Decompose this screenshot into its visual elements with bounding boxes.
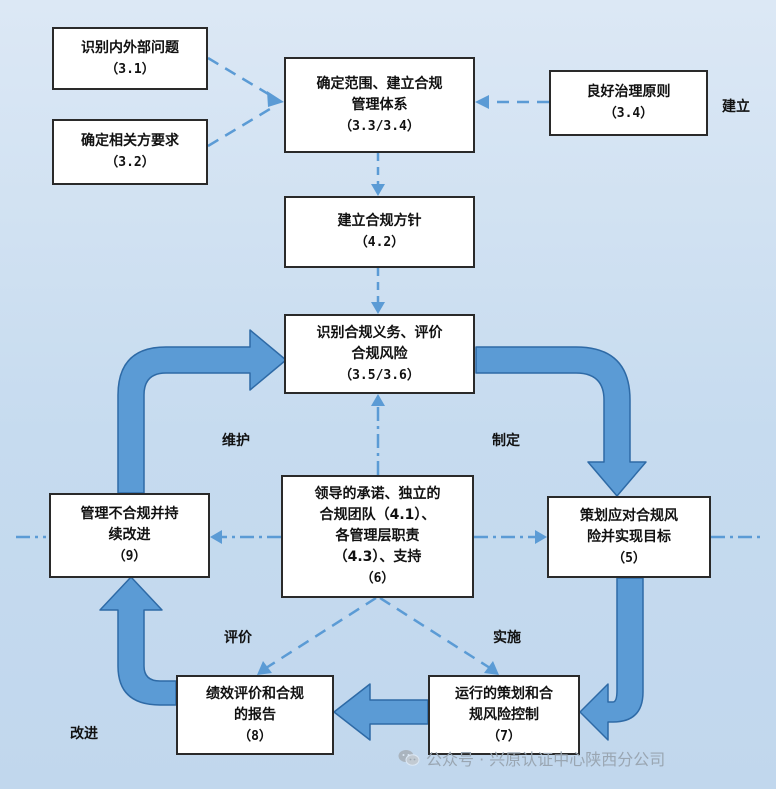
box-line-4: （4.3）、支持 xyxy=(333,549,422,565)
arrowhead-to-policy xyxy=(371,184,385,196)
box-line-2: 险并实现目标 xyxy=(587,528,671,545)
box-scope: 确定范围、建立合规 管理体系 （3.3/3.4） xyxy=(284,57,475,153)
box-line-1: 确定范围、建立合规 xyxy=(316,75,443,92)
box-code: （3.1） xyxy=(105,61,155,77)
watermark-text: 公众号 · 兴原认证中心陕西分公司 xyxy=(426,750,666,769)
label-formulate: 制定 xyxy=(492,433,520,449)
arrowhead-to-operation xyxy=(484,661,499,675)
box-identify-issues: 识别内外部问题 （3.1） xyxy=(52,27,208,90)
box-line-2: 的报告 xyxy=(234,706,276,723)
box-line-2: 续改进 xyxy=(108,527,151,543)
box-code: （3.4） xyxy=(603,106,654,121)
connector-issues-to-scope xyxy=(207,56,276,100)
box-code: （6） xyxy=(360,571,395,586)
arrowhead-to-nonconformity xyxy=(210,530,222,544)
box-operation: 运行的策划和合 规风险控制 （7） xyxy=(428,675,580,755)
block-arrow-implement xyxy=(579,577,644,741)
connector-leadership-to-evaluation xyxy=(265,596,377,670)
block-arrow-report xyxy=(333,683,429,741)
label-establish: 建立 xyxy=(722,99,750,115)
arrowhead-to-obligations-top xyxy=(371,302,385,314)
box-title: 良好治理原则 xyxy=(586,84,671,100)
box-line-1: 领导的承诺、独立的 xyxy=(314,486,441,502)
connector-leadership-to-operation xyxy=(379,596,491,670)
box-policy: 建立合规方针 （4.2） xyxy=(284,196,475,268)
arrowhead-to-scope-left xyxy=(267,91,284,107)
box-code: （3.5/3.6） xyxy=(339,367,420,383)
box-evaluation: 绩效评价和合规 的报告 （8） xyxy=(176,675,334,755)
box-line-1: 绩效评价和合规 xyxy=(206,685,304,702)
connector-parties-to-scope xyxy=(207,104,276,148)
arrowhead-up-to-obligations xyxy=(371,394,385,406)
arrowhead-to-planning xyxy=(535,530,547,544)
box-title: 确定相关方要求 xyxy=(81,133,179,149)
box-nonconformity: 管理不合规并持 续改进 （9） xyxy=(49,493,210,578)
box-code: （3.3/3.4） xyxy=(339,118,420,134)
box-code: （5） xyxy=(612,550,646,566)
box-code: （3.2） xyxy=(105,155,155,170)
box-interested-parties: 确定相关方要求 （3.2） xyxy=(52,119,208,185)
arrowhead-to-evaluation xyxy=(257,661,272,675)
box-planning: 策划应对合规风 险并实现目标 （5） xyxy=(547,496,711,578)
wechat-icon xyxy=(398,750,420,766)
box-line-1: 管理不合规并持 xyxy=(80,506,179,522)
arrowhead-to-scope-right xyxy=(475,95,489,109)
box-title: 识别内外部问题 xyxy=(81,39,179,56)
label-maintain: 维护 xyxy=(222,433,250,449)
block-arrow-improve xyxy=(99,576,177,706)
box-line-2: 规风险控制 xyxy=(469,706,539,723)
box-leadership: 领导的承诺、独立的 合规团队（4.1）、 各管理层职责 （4.3）、支持 （6） xyxy=(281,475,474,598)
box-line-2: 管理体系 xyxy=(351,96,408,113)
block-arrow-maintain xyxy=(117,329,287,494)
label-evaluate: 评价 xyxy=(224,630,252,646)
box-line-2: 合规风险 xyxy=(351,345,408,362)
box-line-3: 各管理层职责 xyxy=(335,528,420,544)
watermark: 公众号 · 兴原认证中心陕西分公司 xyxy=(398,746,665,770)
box-code: （7） xyxy=(487,728,521,744)
box-line-1: 识别合规义务、评价 xyxy=(316,324,443,341)
box-code: （9） xyxy=(112,549,147,564)
label-improve: 改进 xyxy=(70,726,98,742)
box-obligations: 识别合规义务、评价 合规风险 （3.5/3.6） xyxy=(284,314,475,394)
box-governance: 良好治理原则 （3.4） xyxy=(549,70,708,136)
block-arrow-formulate xyxy=(475,346,647,497)
box-code: （8） xyxy=(238,728,272,744)
box-title: 建立合规方针 xyxy=(337,213,422,229)
box-line-1: 策划应对合规风 xyxy=(580,507,678,524)
label-implement: 实施 xyxy=(493,630,521,646)
box-line-2: 合规团队（4.1）、 xyxy=(319,507,436,523)
box-line-1: 运行的策划和合 xyxy=(455,685,553,702)
box-code: （4.2） xyxy=(354,235,405,250)
